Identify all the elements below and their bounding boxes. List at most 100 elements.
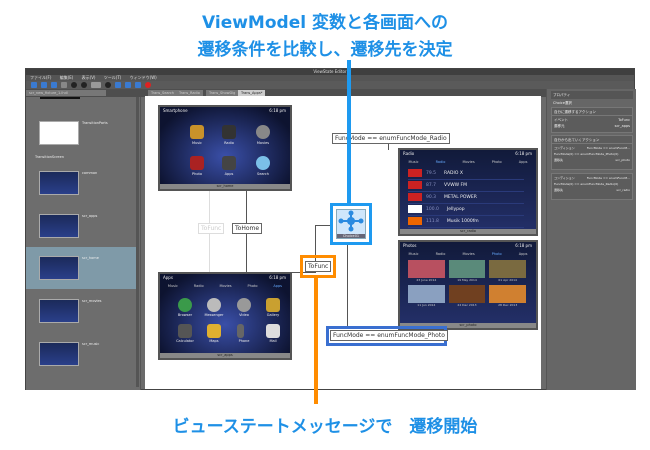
menu-file[interactable]: ファイル(F) bbox=[30, 75, 52, 80]
photo-tile[interactable]: 01 Apr 2014 bbox=[489, 260, 526, 282]
station-name: VVWW FM bbox=[444, 183, 467, 188]
messenger-icon bbox=[207, 298, 221, 312]
screen-thumb-movies[interactable] bbox=[39, 299, 79, 323]
tab-photo[interactable]: Photo bbox=[491, 252, 502, 256]
tab-apps[interactable]: Apps bbox=[518, 160, 528, 164]
photo-tile[interactable]: 28 Dec 2013 bbox=[489, 285, 526, 307]
tab-trans-radio[interactable]: Trans_Radio bbox=[176, 90, 203, 96]
tofunc-label[interactable]: ToFunc bbox=[305, 261, 332, 272]
photo-tile[interactable]: 11 Jun 2014 bbox=[408, 285, 445, 307]
transition-parts-label: TransitionParts bbox=[82, 121, 108, 125]
menu-view[interactable]: 表示(V) bbox=[81, 75, 96, 80]
tab-radio[interactable]: Radio bbox=[435, 160, 446, 164]
zoom-out-icon[interactable] bbox=[81, 82, 87, 88]
photo-tile[interactable]: 22 Dec 2013 bbox=[448, 285, 486, 307]
tab-trans-search[interactable]: Trans_Search bbox=[148, 90, 178, 96]
undo-icon[interactable] bbox=[61, 82, 67, 88]
phone-icon bbox=[237, 324, 244, 338]
menu-edit[interactable]: 編集(E) bbox=[59, 75, 74, 80]
tab-photo[interactable]: Photo bbox=[491, 160, 502, 164]
menu-tools[interactable]: ツール(T) bbox=[103, 75, 122, 80]
tab-music[interactable]: Music bbox=[408, 252, 419, 256]
station-freq: 111.8 bbox=[426, 219, 439, 224]
source-label: 遷移元 bbox=[554, 124, 565, 128]
choice-icon[interactable] bbox=[125, 82, 131, 88]
tab-music[interactable]: Music bbox=[167, 284, 178, 288]
home-time: 6:18 pm bbox=[269, 108, 286, 113]
orange-callout-line bbox=[314, 278, 318, 404]
connector-tofunc-h bbox=[315, 225, 331, 226]
properties-tab[interactable]: プロパティ bbox=[551, 91, 633, 99]
home-title: Smartphone bbox=[163, 108, 188, 113]
photo-tile[interactable]: 19 May 2014 bbox=[448, 260, 486, 282]
screen-home[interactable]: Smartphone 6:18 pm Music Radio Movies Ph… bbox=[158, 105, 292, 191]
photo-date: 23 June 2014 bbox=[416, 278, 437, 282]
tab-movies[interactable]: Movies bbox=[219, 284, 232, 288]
screen-thumb-music[interactable] bbox=[39, 342, 79, 366]
app-label: Phone bbox=[238, 339, 250, 343]
photos-title: Photos bbox=[403, 243, 417, 248]
fit-icon[interactable] bbox=[105, 82, 111, 88]
tab-trans-apps[interactable]: Trans_Apps* bbox=[238, 90, 266, 96]
music-icon bbox=[190, 125, 204, 139]
app-label: Browser bbox=[177, 313, 193, 317]
choice-node[interactable]: Choice01 bbox=[330, 203, 372, 245]
video-icon bbox=[237, 298, 251, 312]
photo-date: 11 Jun 2014 bbox=[417, 303, 436, 307]
layout-icon[interactable] bbox=[115, 82, 121, 88]
condition-radio-label[interactable]: FuncMode == enumFuncMode_Radio bbox=[332, 133, 450, 144]
tab-photo[interactable]: Photo bbox=[247, 284, 258, 288]
screen-thumb-apps[interactable] bbox=[39, 214, 79, 238]
photo-grid: 23 June 2014 19 May 2014 01 Apr 2014 11 … bbox=[408, 260, 526, 307]
save-all-icon[interactable] bbox=[51, 82, 57, 88]
menu-window[interactable]: ウィンドウ(W) bbox=[129, 75, 157, 80]
station-freq: 79.5 bbox=[426, 171, 437, 176]
left-scrollbar[interactable] bbox=[136, 97, 139, 387]
tab-file[interactable]: scr_new_fixture_1.lhdl bbox=[26, 90, 106, 96]
thumb-top bbox=[40, 97, 80, 99]
cond2-expr: FuncMode(0) == enumFuncMode_Radio(0) bbox=[554, 182, 619, 186]
source-value: scr_apps bbox=[614, 124, 630, 128]
tab-apps[interactable]: Apps bbox=[273, 284, 283, 288]
gallery-icon bbox=[266, 298, 280, 312]
toolbar bbox=[26, 81, 634, 89]
transition-parts-thumb[interactable] bbox=[39, 121, 79, 145]
tab-radio[interactable]: Radio bbox=[435, 252, 446, 256]
station-freq: 100.0 bbox=[426, 207, 439, 212]
zoom-level-icon[interactable] bbox=[91, 82, 101, 88]
stop-icon[interactable] bbox=[145, 82, 151, 88]
screen-thumb-common[interactable] bbox=[39, 171, 79, 195]
photo-date: 28 Dec 2013 bbox=[498, 303, 518, 307]
transition-icon[interactable] bbox=[135, 82, 141, 88]
tab-radio[interactable]: Radio bbox=[193, 284, 204, 288]
save-icon[interactable] bbox=[41, 82, 47, 88]
apps-screen-name: scr_apps bbox=[160, 353, 290, 358]
transition-screen-group[interactable]: TransitionScreen bbox=[35, 155, 64, 159]
tab-movies[interactable]: Movies bbox=[462, 160, 475, 164]
app-label: Video bbox=[239, 313, 249, 317]
tohome-label[interactable]: ToHome bbox=[232, 223, 263, 234]
tab-apps[interactable]: Apps bbox=[518, 252, 528, 256]
tab-trans-showdlg[interactable]: Trans_ShowDlg bbox=[206, 90, 239, 96]
screen-thumb-home[interactable] bbox=[39, 256, 79, 280]
screen-label-home: scr_home bbox=[82, 256, 99, 260]
tab-movies[interactable]: Movies bbox=[462, 252, 475, 256]
zoom-in-icon[interactable] bbox=[71, 82, 77, 88]
photo-tile[interactable]: 23 June 2014 bbox=[408, 260, 445, 282]
open-icon[interactable] bbox=[31, 82, 37, 88]
condition-photo-label[interactable]: FuncMode == enumFuncMode_Photo bbox=[330, 330, 448, 341]
tab-music[interactable]: Music bbox=[408, 160, 419, 164]
tofunc-faded-label[interactable]: ToFunc bbox=[198, 223, 225, 234]
app-label: Maps bbox=[209, 339, 219, 343]
